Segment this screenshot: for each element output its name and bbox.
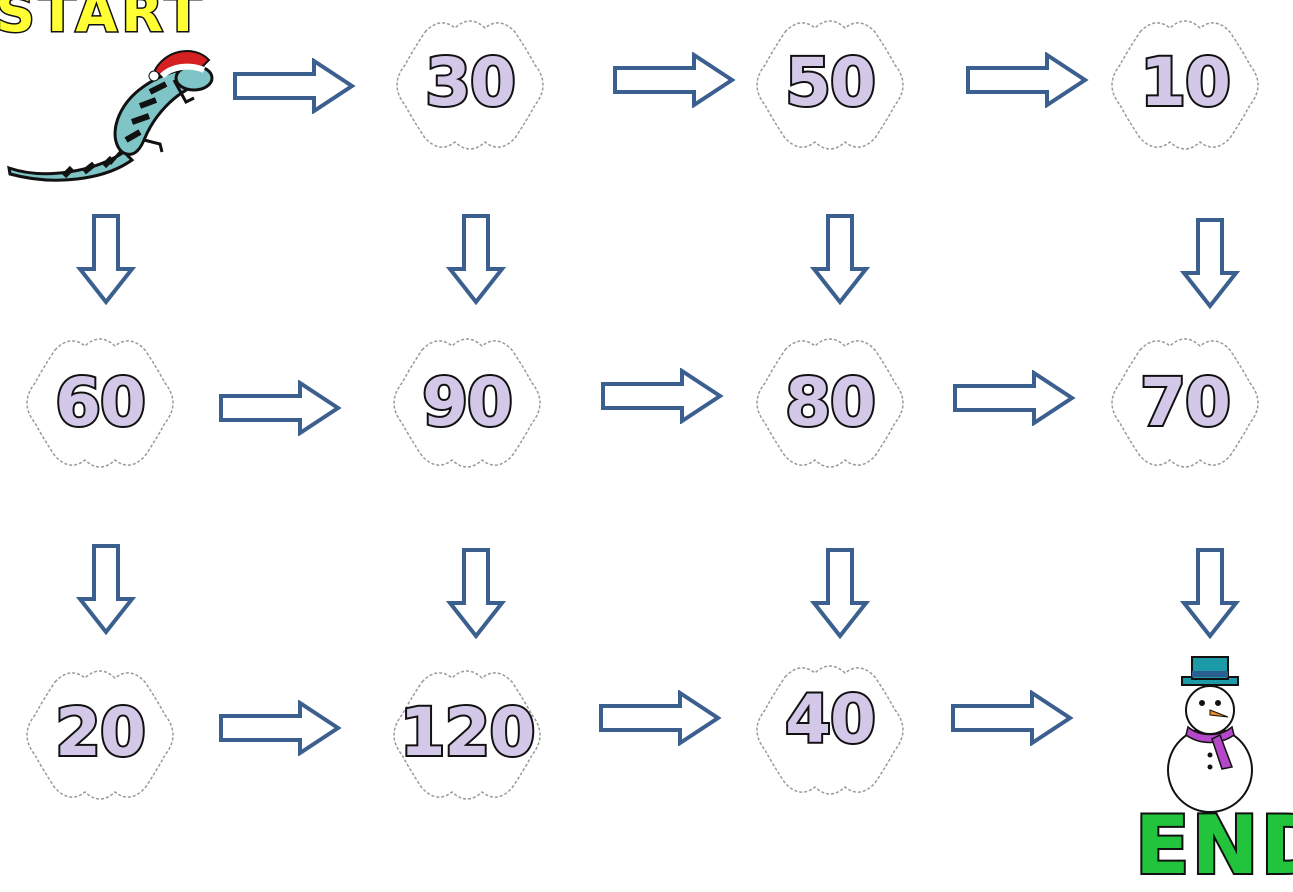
maze-number: 40 <box>783 681 878 758</box>
snowman-image <box>1160 655 1260 819</box>
maze-number: 60 <box>53 364 148 441</box>
start-label: START <box>0 0 206 44</box>
right-arrow-icon <box>950 690 1075 746</box>
down-arrow-icon <box>446 547 506 639</box>
snowflake-tile[interactable]: 30 <box>385 10 555 160</box>
maze-number: 120 <box>398 694 538 771</box>
end-label: END <box>1133 799 1293 892</box>
snowflake-tile[interactable]: 40 <box>745 655 915 805</box>
snowflake-tile[interactable]: 50 <box>745 10 915 160</box>
down-arrow-icon <box>76 213 136 305</box>
maze-number: 80 <box>783 364 878 441</box>
down-arrow-icon <box>1180 547 1240 639</box>
down-arrow-icon <box>810 213 870 305</box>
lizard-image <box>4 40 219 189</box>
right-arrow-icon <box>598 690 723 746</box>
right-arrow-icon <box>952 370 1077 426</box>
maze-number: 30 <box>423 44 518 121</box>
maze-number: 10 <box>1138 44 1233 121</box>
down-arrow-icon <box>446 213 506 305</box>
right-arrow-icon <box>218 380 343 436</box>
right-arrow-icon <box>218 700 343 756</box>
maze-number: 20 <box>53 694 148 771</box>
snowflake-tile[interactable]: 70 <box>1100 328 1270 478</box>
maze-number: 70 <box>1138 364 1233 441</box>
snowflake-tile[interactable]: 80 <box>745 328 915 478</box>
down-arrow-icon <box>76 543 136 635</box>
right-arrow-icon <box>600 368 725 424</box>
maze-number: 50 <box>783 44 878 121</box>
snowflake-tile[interactable]: 120 <box>382 660 552 810</box>
right-arrow-icon <box>612 52 737 108</box>
right-arrow-icon <box>232 58 357 114</box>
snowflake-tile[interactable]: 60 <box>15 328 185 478</box>
maze-number: 90 <box>420 364 515 441</box>
snowflake-tile[interactable]: 20 <box>15 660 185 810</box>
down-arrow-icon <box>1180 217 1240 309</box>
snowflake-tile[interactable]: 10 <box>1100 10 1270 160</box>
right-arrow-icon <box>965 52 1090 108</box>
snowflake-tile[interactable]: 90 <box>382 328 552 478</box>
down-arrow-icon <box>810 547 870 639</box>
